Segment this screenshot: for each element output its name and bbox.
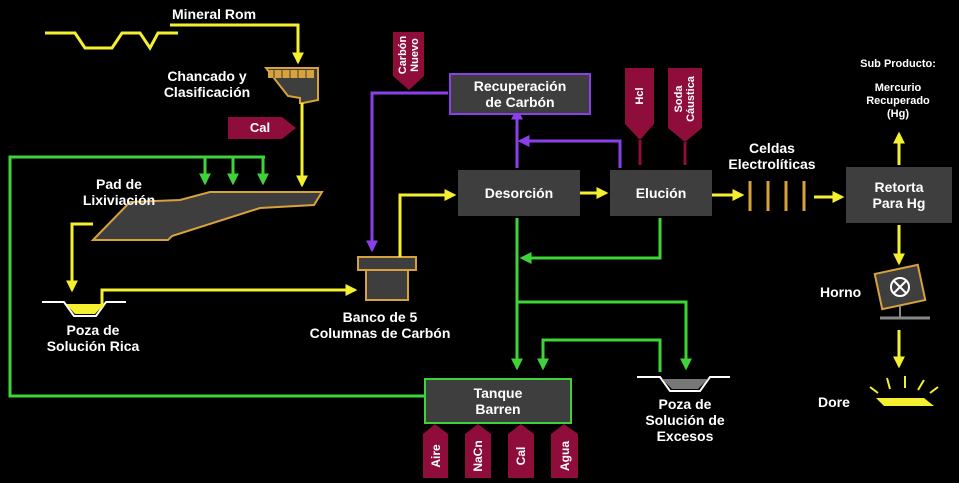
aire-text-value: Aire xyxy=(428,444,443,468)
pad-label: Pad de Lixiviación xyxy=(64,176,174,208)
dore-bar-icon xyxy=(869,376,939,406)
cal-bottom-text-value: Cal xyxy=(514,446,528,466)
elucion-to-recup-arrow xyxy=(517,135,622,168)
soda-caustica-tag xyxy=(668,68,702,142)
mercurio-label-2: Recuperado xyxy=(866,95,930,107)
desorcion-label: Desorción xyxy=(484,185,554,201)
mercurio-label: Mercurio Recuperado (Hg) xyxy=(842,82,954,121)
desorcion-box: Desorción xyxy=(458,170,580,216)
agua-tag-tip xyxy=(551,424,578,434)
poza-excesos-label-1: Poza de xyxy=(658,396,712,412)
pad-label-1: Pad de xyxy=(96,176,142,192)
cal-top-label: Cal xyxy=(240,120,280,136)
mercurio-label-1: Mercurio xyxy=(874,82,922,94)
agua-text: Agua xyxy=(551,434,578,478)
cal-top-text: Cal xyxy=(249,120,271,135)
leach-pad-icon xyxy=(90,191,324,241)
poza-rica-label-2: Solución Rica xyxy=(46,338,140,354)
tanque-label-2: Barren xyxy=(475,401,521,417)
nacn-tag-tip xyxy=(465,424,491,434)
horno-label: Horno xyxy=(820,284,862,300)
barren-recycle-line xyxy=(8,155,424,398)
poza-rica-label-1: Poza de xyxy=(66,322,120,338)
carbon-nuevo-text-2: Nuevo xyxy=(408,38,421,72)
celdas-label: Celdas Electrolíticas xyxy=(712,140,832,172)
poza-excesos-label-3: Excesos xyxy=(656,428,714,444)
cal-bottom-text: Cal xyxy=(508,434,534,478)
aire-tag-tip xyxy=(423,424,448,434)
banco-label-2: Columnas de Carbón xyxy=(309,325,451,341)
celdas-label-2: Electrolíticas xyxy=(728,156,816,172)
chancado-label-1: Chancado y xyxy=(167,68,247,84)
crusher-icon xyxy=(263,67,319,104)
recuperacion-to-banco-arrow xyxy=(366,91,448,253)
retorta-label-2: Para Hg xyxy=(872,195,926,211)
agua-tag xyxy=(551,434,578,478)
chancado-label: Chancado y Clasificación xyxy=(152,68,262,100)
elucion-label: Elución xyxy=(635,185,687,201)
nacn-tag xyxy=(465,434,491,478)
horno-icon xyxy=(873,263,930,320)
electrolytic-cells-icon xyxy=(748,181,806,211)
celdas-label-1: Celdas xyxy=(749,140,795,156)
soda-text-2: Cáustica xyxy=(685,76,697,122)
mineral-rom-ground xyxy=(45,31,178,51)
retorta-label-1: Retorta xyxy=(874,179,924,195)
agua-text-value: Agua xyxy=(557,441,572,471)
cal-top-tag xyxy=(228,117,296,139)
recuperacion-label-1: Recuperación xyxy=(473,78,567,94)
banco-label: Banco de 5 Columnas de Carbón xyxy=(290,309,470,341)
poza-excesos-icon xyxy=(637,376,730,392)
sub-producto-label: Sub Producto: xyxy=(860,58,936,70)
nacn-text: NaCn xyxy=(465,434,491,478)
mineral-rom-label: Mineral Rom xyxy=(172,6,257,22)
carbon-nuevo-tag xyxy=(393,32,424,90)
tanque-label-1: Tanque xyxy=(473,385,523,401)
dore-label: Dore xyxy=(818,394,850,410)
poza-rica-icon xyxy=(42,301,126,317)
poza-excesos-label: Poza de Solución de Excesos xyxy=(610,396,760,444)
hcl-text: Hcl xyxy=(625,70,654,122)
rom-to-crusher-arrow xyxy=(170,23,304,65)
poza-excesos-to-barren-arrow xyxy=(537,338,662,372)
to-poza-excesos-arrow xyxy=(517,300,692,371)
pad-label-2: Lixiviación xyxy=(82,192,156,208)
poza-rica-label: Poza de Solución Rica xyxy=(28,322,158,354)
nacn-text-value: NaCn xyxy=(471,440,485,472)
mercurio-label-3: (Hg) xyxy=(887,108,909,120)
banco-label-1: Banco de 5 xyxy=(342,309,418,325)
hcl-text-value: Hcl xyxy=(633,87,646,105)
banco-to-desorcion-arrow xyxy=(398,189,457,257)
recuperacion-label-2: de Carbón xyxy=(485,94,555,110)
poza-excesos-label-2: Solución de xyxy=(645,412,725,428)
elucion-box: Elución xyxy=(610,170,712,216)
hcl-tag xyxy=(625,68,654,140)
pad-to-poza-arrow xyxy=(66,222,93,293)
aire-text: Aire xyxy=(423,434,448,478)
cal-bottom-tag xyxy=(508,434,534,478)
cal-tag-tip xyxy=(508,424,534,434)
chancado-label-2: Clasificación xyxy=(163,84,251,100)
elucion-return-arrow xyxy=(519,218,662,264)
carbon-nuevo-text-1: Carbón xyxy=(396,35,409,75)
poza-to-banco-arrow xyxy=(100,284,358,308)
aire-tag xyxy=(423,434,448,478)
soda-text-1: Soda xyxy=(673,85,685,113)
carbon-column-icon xyxy=(357,256,417,301)
